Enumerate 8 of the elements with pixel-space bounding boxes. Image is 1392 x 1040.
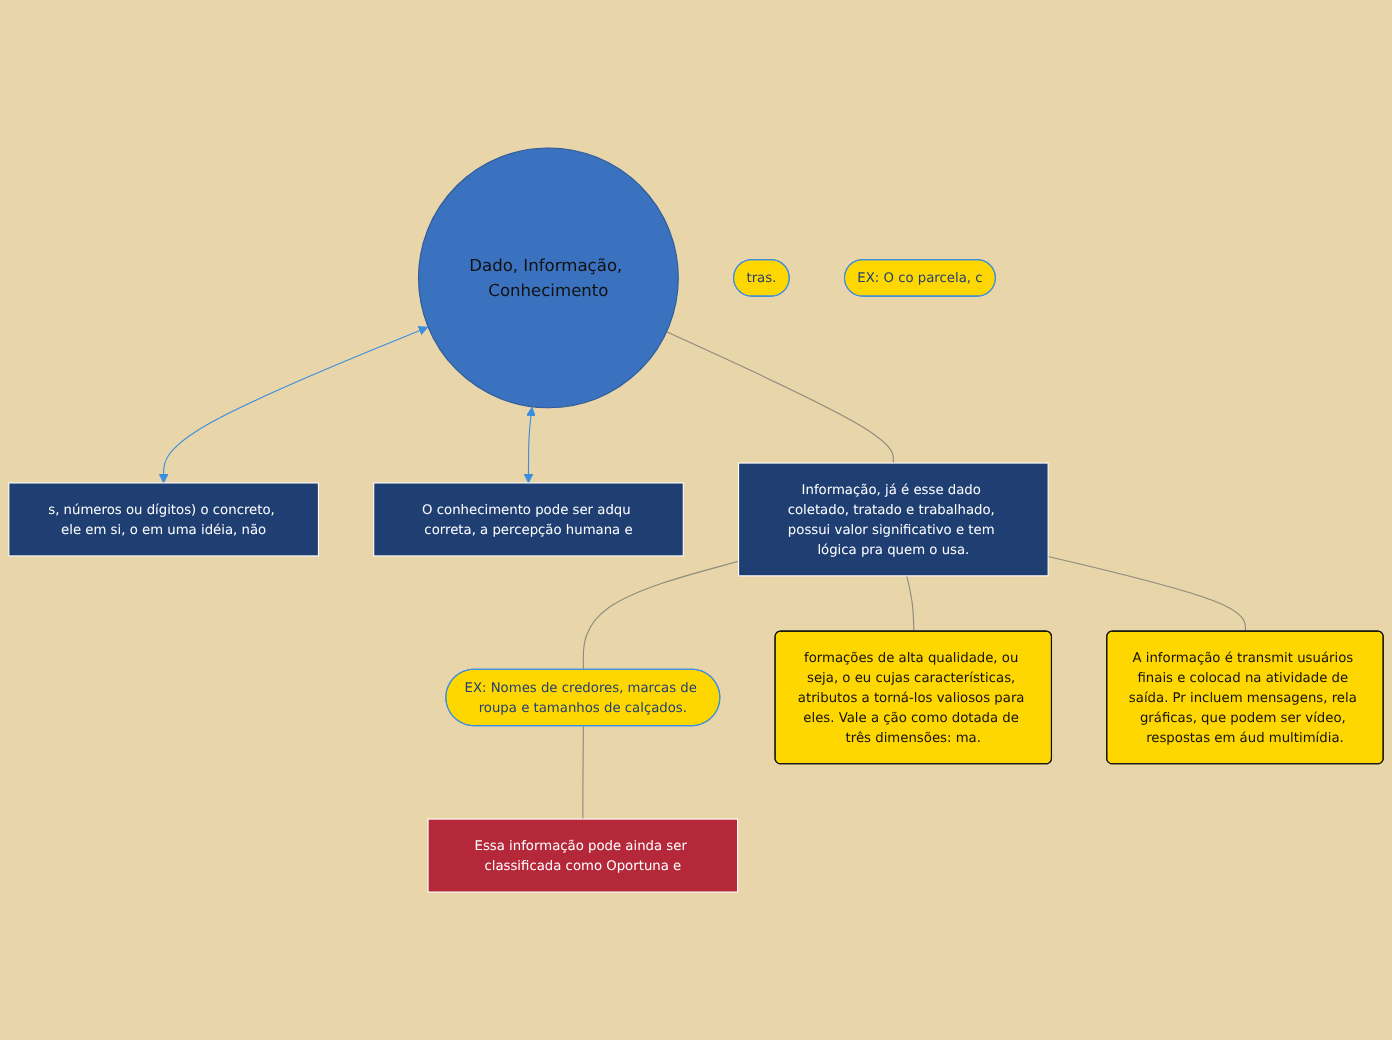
arrow bbox=[523, 406, 536, 484]
connector bbox=[666, 331, 894, 464]
node-circle: Dado, Informação, Conhecimento bbox=[417, 147, 679, 409]
connector bbox=[582, 725, 584, 820]
connector bbox=[582, 560, 740, 671]
connector bbox=[1047, 555, 1247, 633]
arrow bbox=[158, 326, 429, 484]
connector bbox=[906, 575, 915, 633]
